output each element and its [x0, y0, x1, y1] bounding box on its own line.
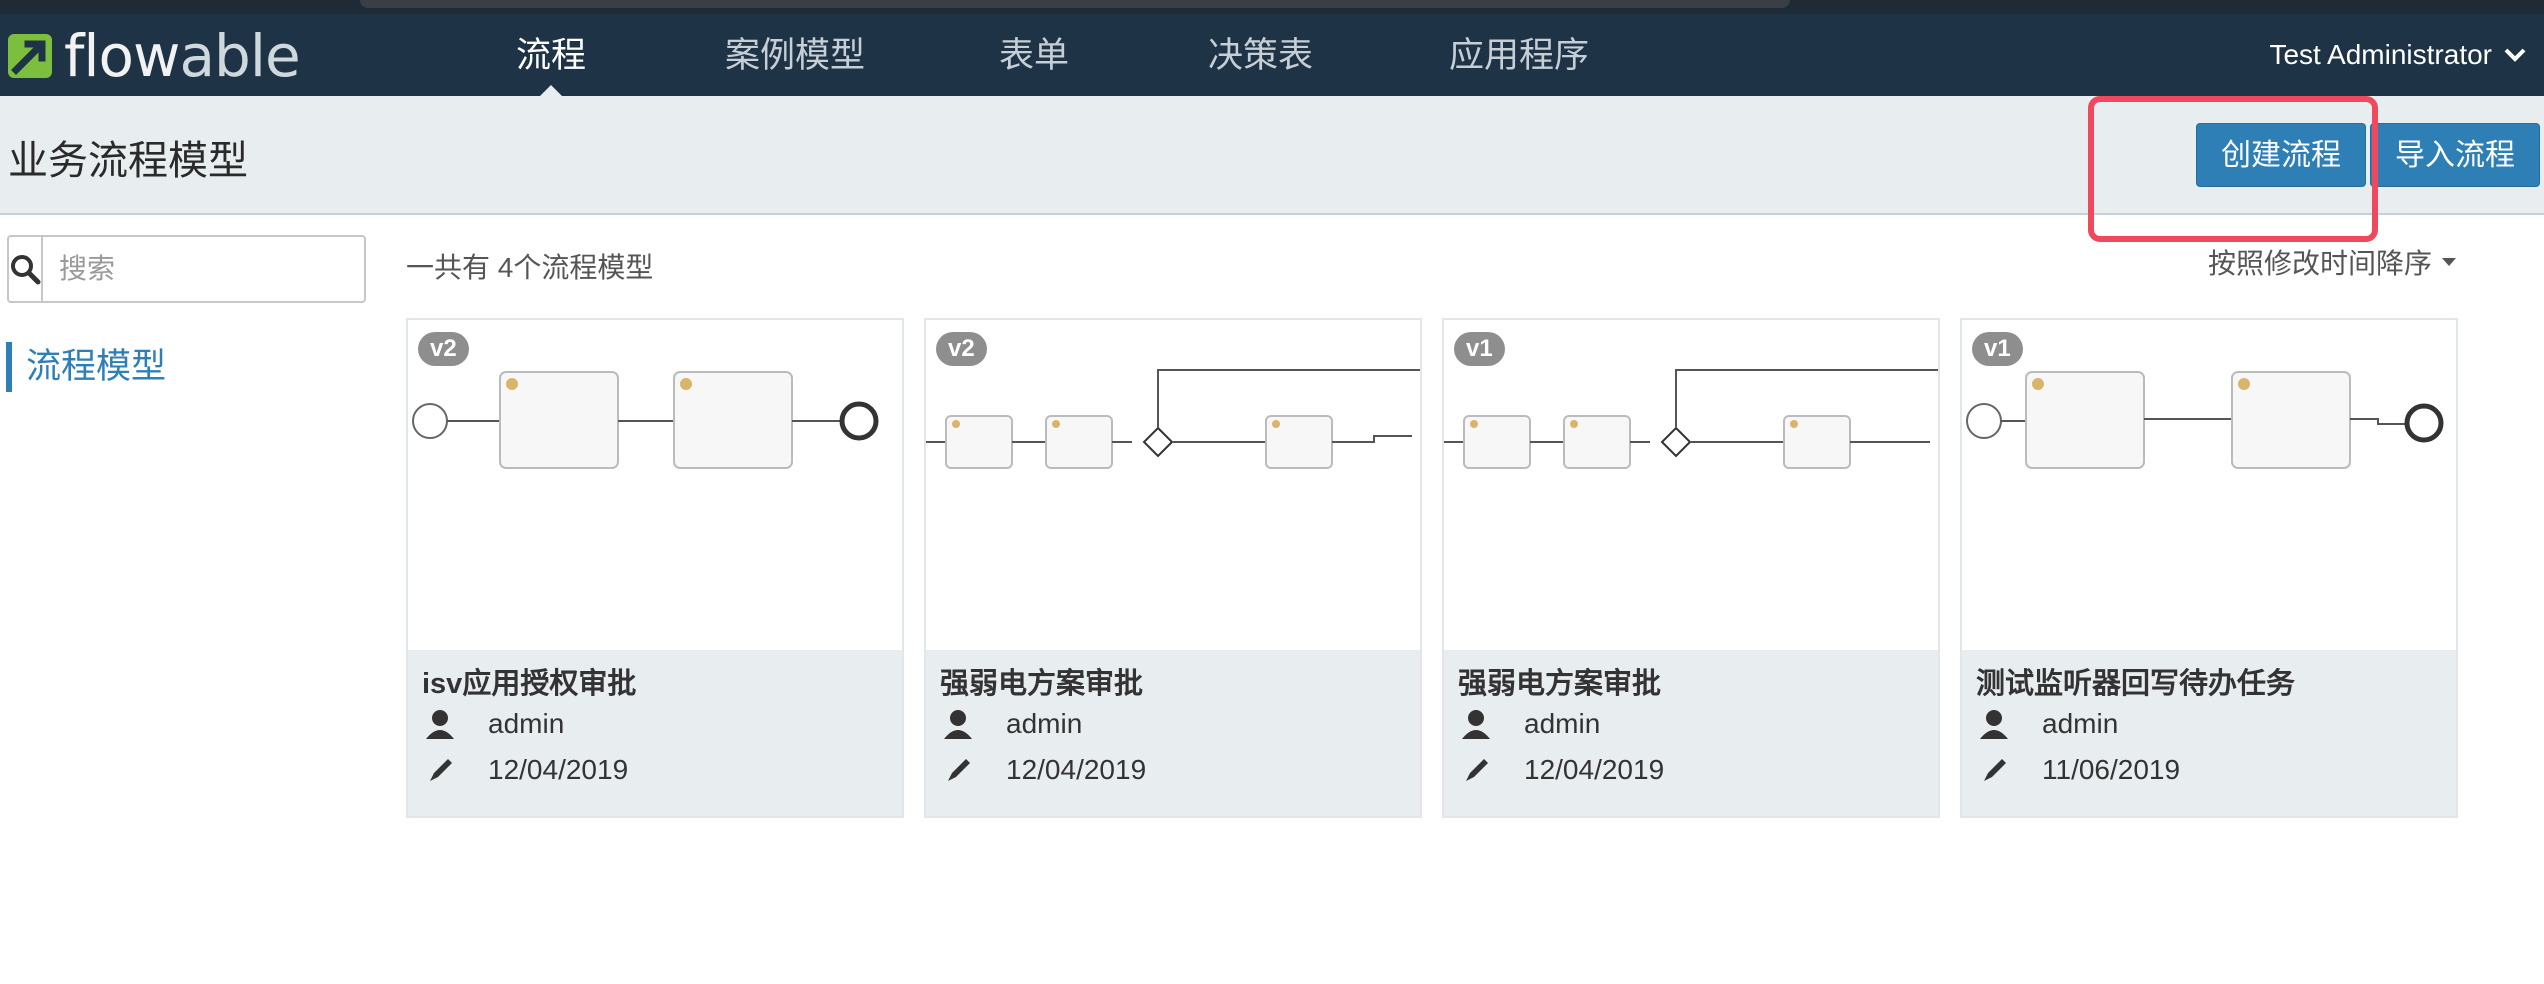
nav-tab-label: 应用程序	[1449, 36, 1590, 75]
nav-tab-label: 流程	[516, 36, 587, 75]
card-author: admin	[1006, 708, 1083, 739]
create-process-button[interactable]: 创建流程	[2196, 123, 2366, 187]
card-modified-date: 11/06/2019	[2042, 754, 2181, 785]
process-model-card[interactable]: v2 isv应用授权审批 admin 12/04/2019	[406, 318, 904, 818]
window-top-strip	[0, 0, 2544, 14]
card-title: 强弱电方案审批	[940, 668, 1144, 700]
page-title: 业务流程模型	[8, 139, 248, 183]
card-author-row: admin	[426, 704, 564, 744]
sidebar-item-process-models[interactable]: 流程模型	[6, 342, 166, 392]
nav-tab-label: 案例模型	[725, 36, 866, 75]
chevron-down-icon	[2504, 48, 2526, 62]
pencil-icon	[426, 755, 466, 785]
card-date-row: 12/04/2019	[1462, 750, 1664, 790]
user-icon	[1980, 709, 2020, 739]
card-info: isv应用授权审批 admin 12/04/2019	[408, 650, 902, 816]
card-info: 强弱电方案审批 admin 12/04/2019	[926, 650, 1420, 816]
card-date-row: 11/06/2019	[1980, 750, 2180, 790]
version-badge: v2	[418, 332, 469, 366]
logo-text-main: flow	[64, 22, 180, 90]
process-diagram-thumbnail: v1	[1444, 320, 1938, 650]
search-button[interactable]	[9, 237, 43, 301]
card-modified-date: 12/04/2019	[488, 754, 629, 785]
process-diagram-thumbnail: v2	[408, 320, 902, 650]
process-diagram-thumbnail: v1	[1962, 320, 2456, 650]
model-count: 一共有 4个流程模型	[406, 252, 654, 283]
nav-tab-decision-tables[interactable]: 决策表	[1208, 14, 1313, 96]
card-title: 测试监听器回写待办任务	[1976, 668, 2296, 700]
flowable-logo[interactable]: flowable	[6, 27, 301, 85]
flowable-logo-text: flowable	[64, 27, 301, 85]
card-author: admin	[1524, 708, 1601, 739]
flowable-logo-icon	[6, 30, 58, 82]
nav-tab-apps[interactable]: 应用程序	[1449, 14, 1589, 96]
version-badge: v1	[1454, 332, 1505, 366]
user-icon	[944, 709, 984, 739]
top-navbar: flowable 流程 案例模型 表单 决策表 应用程序 Test Admini…	[0, 14, 2544, 97]
search-box	[7, 235, 420, 303]
card-author-row: admin	[944, 704, 1082, 744]
card-date-row: 12/04/2019	[944, 750, 1146, 790]
import-process-button[interactable]: 导入流程	[2370, 123, 2540, 187]
process-model-card[interactable]: v1 强弱电方案审批 admin 12/04/2019	[1442, 318, 1940, 818]
user-icon	[1462, 709, 1502, 739]
process-model-card[interactable]: v2 强弱电方案审批 admin 12/04/2019	[924, 318, 1422, 818]
nav-tab-label: 表单	[999, 36, 1070, 75]
user-menu[interactable]: Test Administrator	[2269, 14, 2526, 96]
pencil-icon	[1462, 755, 1502, 785]
page-header: 业务流程模型 创建流程 导入流程	[0, 96, 2544, 215]
user-name: Test Administrator	[2269, 39, 2492, 70]
process-diagram-thumbnail: v2	[926, 320, 1420, 650]
nav-tab-forms[interactable]: 表单	[999, 14, 1069, 96]
card-title: isv应用授权审批	[422, 668, 637, 700]
nav-tab-case-models[interactable]: 案例模型	[725, 14, 865, 96]
card-info: 强弱电方案审批 admin 12/04/2019	[1444, 650, 1938, 816]
logo-text-accent: able	[179, 22, 300, 90]
sort-dropdown[interactable]: 按照修改时间降序	[2208, 242, 2456, 282]
process-model-card[interactable]: v1 测试监听器回写待办任务 admin 11/06/2019	[1960, 318, 2458, 818]
card-title: 强弱电方案审批	[1458, 668, 1662, 700]
card-author-row: admin	[1462, 704, 1600, 744]
card-author-row: admin	[1980, 704, 2118, 744]
active-tab-caret	[539, 85, 563, 97]
search-input[interactable]	[43, 237, 420, 301]
pencil-icon	[944, 755, 984, 785]
pencil-icon	[1980, 755, 2020, 785]
user-icon	[426, 709, 466, 739]
search-icon	[11, 255, 41, 285]
version-badge: v2	[936, 332, 987, 366]
card-modified-date: 12/04/2019	[1524, 754, 1665, 785]
card-modified-date: 12/04/2019	[1006, 754, 1147, 785]
nav-tab-label: 决策表	[1208, 36, 1314, 75]
card-author: admin	[2042, 708, 2119, 739]
version-badge: v1	[1972, 332, 2023, 366]
caret-down-icon	[2442, 258, 2456, 266]
window-top-bezel	[360, 0, 1790, 8]
sort-label: 按照修改时间降序	[2207, 248, 2432, 279]
card-date-row: 12/04/2019	[426, 750, 628, 790]
nav-tab-processes[interactable]: 流程	[516, 14, 587, 97]
card-author: admin	[488, 708, 565, 739]
card-info: 测试监听器回写待办任务 admin 11/06/2019	[1962, 650, 2456, 816]
